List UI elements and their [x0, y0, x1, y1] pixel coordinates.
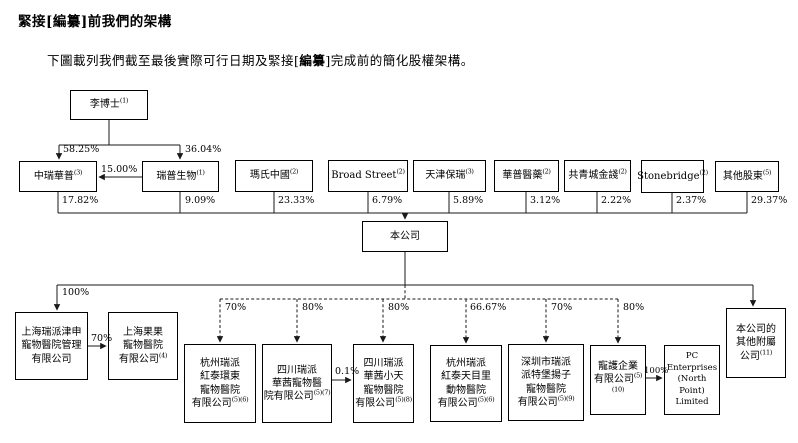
- footnote-ref: (5)(6): [231, 395, 249, 404]
- pct-li-to-zhongrui: 58.25%: [63, 144, 100, 155]
- node-other-subsidiaries: 本公司的 其他附屬 公司(11): [726, 308, 786, 378]
- caption-bold-text: 編纂: [299, 53, 326, 68]
- diagram-caption: 下圖載列我們截至最後實際可行日期及緊接[編纂]完成前的簡化股權架構。: [47, 50, 474, 69]
- pct-to-huandong: 70%: [225, 302, 247, 313]
- node-pc-enterprises: PC Enterprises (North Point) Limited: [664, 345, 720, 415]
- node-label: 上海瑞派津申 寵物醫院管理 有限公司: [21, 327, 82, 365]
- node-label: 寵護企業 有限公司: [593, 361, 638, 386]
- node-huapu-pharma: 華普醫藥(2): [494, 160, 559, 192]
- footnote-ref: (5): [762, 168, 772, 177]
- node-tianjin-baorui: 天津保瑞(3): [413, 160, 486, 192]
- footnote-ref: (2): [289, 168, 299, 177]
- node-label: 杭州瑞派 紅泰天目里 動物醫院 有限公司: [437, 358, 491, 409]
- node-company: 本公司: [362, 221, 448, 252]
- node-label: 李博士: [89, 99, 120, 111]
- node-label: Broad Street: [331, 170, 397, 182]
- node-gongqingcheng-jinjian: 共青城金諓(2): [564, 160, 631, 192]
- pct-ownership-others: 29.37%: [751, 195, 788, 206]
- caption-text: 下圖載列我們截至最後實際可行日期及緊接[: [47, 53, 300, 68]
- node-label: 本公司: [390, 230, 420, 242]
- pct-to-huaqian: 80%: [302, 302, 324, 313]
- node-shanghai-guoguo: 上海果果 寵物醫院 有限公司(4): [108, 312, 178, 380]
- node-ruipu-biology: 瑞普生物(1): [142, 161, 219, 192]
- footnote-ref: (5)(9): [557, 394, 575, 403]
- pct-huaqian-to-xiaotian: 0.1%: [335, 366, 360, 377]
- pct-ownership-zhongrui: 17.82%: [62, 195, 99, 206]
- pct-ownership-broad-street: 6.79%: [372, 195, 403, 206]
- node-label: 共青城金諓: [568, 170, 619, 182]
- footnote-ref: (5)(6): [477, 395, 495, 404]
- pct-li-to-ruipu: 36.04%: [185, 144, 222, 155]
- pct-jinshen-to-guoguo: 70%: [91, 333, 113, 344]
- node-label: 瑪氏中國: [249, 170, 290, 182]
- pct-ownership-mars: 23.33%: [278, 195, 315, 206]
- node-shenzhen-yangzi: 深圳市瑞派 派特堡揚子 寵物醫院 有限公司(5)(9): [508, 344, 584, 421]
- node-sichuan-huaqian: 四川瑞派 華茜寵物醫 院有限公司(5)(7): [262, 344, 332, 423]
- footnote-ref: (2): [542, 168, 551, 177]
- node-hangzhou-hongtai-tianmuli: 杭州瑞派 紅泰天目里 動物醫院 有限公司(5)(6): [430, 345, 502, 422]
- footnote-ref: (3): [465, 168, 474, 177]
- node-stonebridge: Stonebridge(2): [637, 160, 708, 193]
- pct-to-xiaotian: 80%: [388, 302, 410, 313]
- node-dr-li: 李博士(1): [70, 90, 148, 120]
- node-label: 天津保瑞: [425, 170, 466, 182]
- node-label: 其他股東: [722, 170, 763, 182]
- node-shanghai-ruipai-jinshen: 上海瑞派津申 寵物醫院管理 有限公司: [15, 312, 88, 380]
- node-broad-street: Broad Street(2): [328, 160, 408, 192]
- pct-to-yangzi: 70%: [551, 302, 573, 313]
- pct-to-tianmuli: 66.67%: [470, 302, 507, 313]
- node-chonghu-enterprise: 寵護企業 有限公司(5)(10): [590, 345, 646, 415]
- node-label: 中瑞華普: [33, 170, 74, 182]
- caption-text-end: ]完成前的簡化股權架構。: [325, 53, 474, 68]
- node-label: PC Enterprises (North Point) Limited: [666, 351, 718, 408]
- footnote-ref: (4): [158, 351, 168, 360]
- node-label: 本公司的 其他附屬 公司: [736, 324, 776, 362]
- page-title: 緊接[編纂]前我們的架構: [18, 14, 172, 30]
- footnote-ref: (3): [73, 168, 83, 177]
- pct-ruipu-to-zhongrui: 15.00%: [101, 164, 138, 175]
- footnote-ref: (5)(8): [395, 395, 412, 404]
- node-zhongrui-huapu: 中瑞華普(3): [19, 161, 97, 192]
- pct-ownership-ruipu: 9.09%: [185, 195, 216, 206]
- footnote-ref: (2): [699, 168, 709, 177]
- node-label: 四川瑞派 華茜寵物醫 院有限公司: [263, 364, 322, 403]
- node-mars-china: 瑪氏中國(2): [235, 160, 313, 192]
- footnote-ref: (5)(7): [313, 388, 331, 397]
- pct-ownership-huapu-pharma: 3.12%: [530, 195, 561, 206]
- pct-ownership-baorui: 5.89%: [453, 195, 484, 206]
- pct-ownership-jinjian: 2.22%: [601, 195, 632, 206]
- node-label: 瑞普生物: [156, 170, 197, 182]
- footnote-ref: (1): [196, 168, 205, 177]
- footnote-ref: (2): [396, 168, 405, 177]
- node-label: 華普醫藥: [502, 170, 543, 182]
- node-other-shareholders: 其他股東(5): [715, 161, 779, 192]
- node-sichuan-huaqian-xiaotian: 四川瑞派 華茜小天 寵物醫院 有限公司(5)(8): [353, 344, 414, 423]
- node-hangzhou-hongtai-huandong: 杭州瑞派 紅泰環東 寵物醫院 有限公司(5)(6): [184, 344, 256, 423]
- pct-ownership-stonebridge: 2.37%: [676, 195, 707, 206]
- footnote-ref: (11): [759, 348, 773, 357]
- footnote-ref: (2): [618, 168, 627, 177]
- pct-to-chonghu: 80%: [623, 302, 645, 313]
- node-label: 上海果果 寵物醫院 有限公司: [118, 327, 163, 365]
- node-label: 杭州瑞派 紅泰環東 寵物醫院 有限公司: [191, 358, 240, 409]
- pct-company-to-jinshen: 100%: [62, 287, 90, 298]
- node-label: 四川瑞派 華茜小天 寵物醫院 有限公司: [355, 358, 404, 409]
- footnote-ref: (5)(10): [611, 372, 643, 394]
- node-label: 深圳市瑞派 派特堡揚子 寵物醫院 有限公司: [517, 357, 571, 408]
- footnote-ref: (1): [119, 97, 129, 106]
- node-label: Stonebridge: [637, 170, 700, 182]
- pct-chonghu-to-pc: 100%: [644, 366, 669, 376]
